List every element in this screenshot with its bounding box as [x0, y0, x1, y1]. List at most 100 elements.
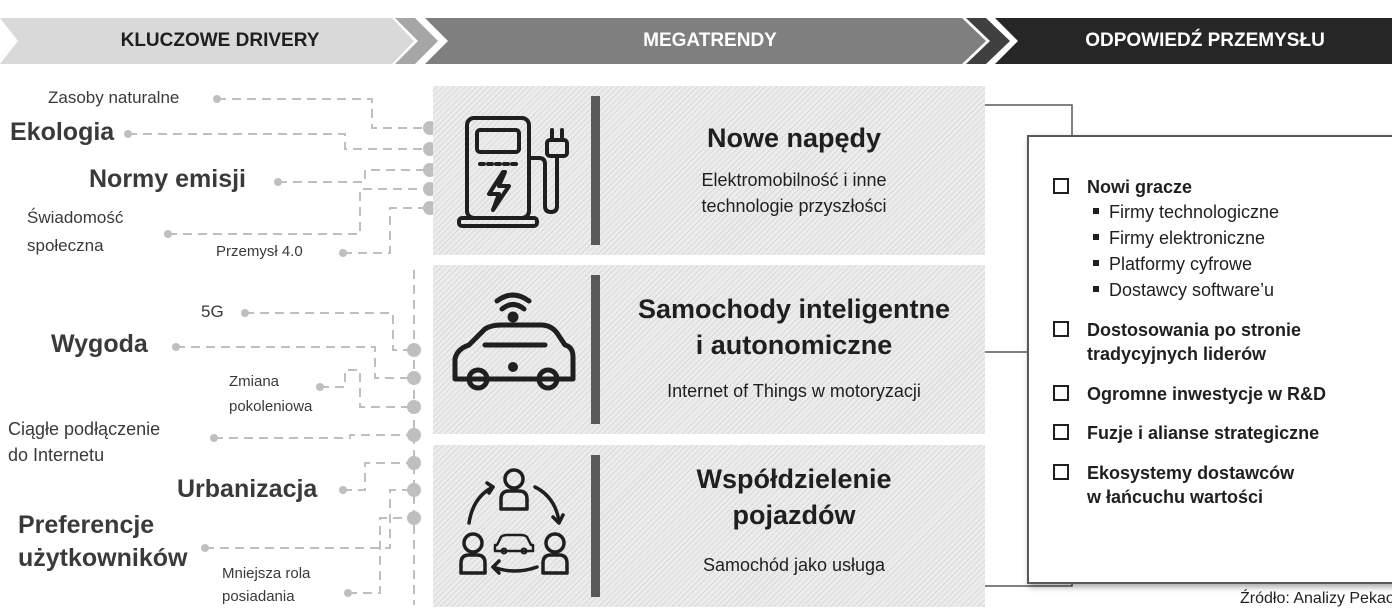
driver-normy: Normy emisji	[89, 165, 247, 193]
line-ciagle	[214, 434, 414, 439]
driver-dot	[344, 589, 352, 597]
line-normy	[278, 169, 430, 183]
driver-dot	[274, 178, 282, 186]
driver-dot	[124, 130, 132, 138]
line-wygoda	[176, 346, 414, 379]
driver-zasoby: Zasoby naturalne	[48, 88, 180, 107]
driver-preferencje-2: użytkowników	[18, 544, 188, 572]
line-urbanizacja	[343, 462, 414, 491]
megatrend-1-title: Nowe napędy	[706, 123, 882, 153]
checkbox-icon	[1053, 321, 1069, 337]
checkbox-icon	[1053, 385, 1069, 401]
panel-divider	[591, 455, 600, 597]
bullet-icon	[1093, 234, 1099, 240]
megatrend-panel-3: Współdzielenie pojazdów Samochód jako us…	[433, 445, 985, 607]
node-dot	[407, 456, 421, 470]
response-item-1: Nowi gracze	[1053, 175, 1192, 199]
driver-dot	[213, 95, 221, 103]
node-dot	[407, 483, 421, 497]
bullet-icon	[1093, 286, 1099, 292]
megatrend-2-title-1: Samochody inteligentne	[637, 294, 951, 324]
link-megatrend-1	[985, 104, 1073, 137]
megatrend-3-sub-1: Samochód jako usługa	[702, 555, 886, 575]
node-dot	[407, 428, 421, 442]
driver-dot	[172, 343, 180, 351]
line-mniejsza	[348, 517, 414, 594]
response-sub-item: Firmy technologiczne	[1093, 200, 1279, 224]
driver-swiadomosc-1: Świadomość	[27, 208, 124, 227]
driver-dot	[201, 544, 209, 552]
response-header-arrow	[995, 18, 1392, 64]
response-header-label: ODPOWIEDŹ PRZEMYSŁU	[1085, 30, 1325, 51]
connector-arrow-1	[395, 18, 438, 64]
driver-ciagle-1: Ciągłe podłączenie	[8, 419, 161, 439]
megatrend-2-title-2: i autonomiczne	[695, 330, 893, 360]
line-preferencje	[205, 489, 414, 549]
megatrend-3-title-1: Współdzielenie	[696, 464, 892, 494]
megatrend-panel-2: Samochody inteligentne i autonomiczne In…	[433, 265, 985, 434]
response-item-4: Fuzje i alianse strategiczne	[1053, 421, 1319, 445]
driver-dot	[241, 309, 249, 317]
drivers-header-label: KLUCZOWE DRIVERY	[120, 30, 320, 51]
drivers-header-arrow	[0, 18, 414, 64]
line-przemysl	[343, 207, 430, 254]
response-item-label: Fuzje i alianse strategiczne	[1087, 423, 1320, 443]
megatrends-header-arrow	[425, 18, 986, 64]
header-chevrons	[0, 18, 1392, 64]
driver-wygoda: Wygoda	[51, 330, 148, 358]
line-5g	[245, 312, 414, 351]
checkbox-icon	[1053, 464, 1069, 480]
industry-response-box: Nowi gracze Firmy technologiczne Firmy e…	[1027, 135, 1392, 584]
megatrend-2-sub-1: Internet of Things w motoryzacji	[667, 381, 921, 401]
line-zasoby	[217, 98, 430, 129]
bullet-icon	[1093, 208, 1099, 214]
driver-dot	[210, 434, 218, 442]
node-dot	[407, 343, 421, 357]
ev-charger-icon	[453, 98, 573, 238]
driver-mniejsza-2: posiadania	[222, 588, 295, 605]
driver-mniejsza-1: Mniejsza rola	[222, 565, 311, 582]
driver-dot	[339, 486, 347, 494]
driver-5g: 5G	[201, 302, 224, 321]
line-zmiana	[320, 369, 414, 408]
line-ekologia	[128, 133, 430, 150]
panel-divider	[591, 96, 600, 245]
checkbox-icon	[1053, 424, 1069, 440]
driver-dot	[316, 383, 324, 391]
response-item-label: Ogromne inwestycje w R&D	[1087, 384, 1327, 404]
node-dot	[407, 371, 421, 385]
driver-dot	[164, 230, 172, 238]
source-note: Źródło: Analizy Pekao	[1240, 590, 1392, 607]
driver-ciagle-2: do Internetu	[8, 445, 105, 465]
driver-zmiana-2: pokoleniowa	[229, 398, 313, 415]
car-sharing-icon	[459, 465, 569, 590]
checkbox-icon	[1053, 178, 1069, 194]
megatrend-panel-1: Nowe napędy Elektromobilność i inne tech…	[433, 86, 985, 255]
response-sub-item: Platformy cyfrowe	[1093, 252, 1252, 276]
connector-arrow-2	[966, 18, 1010, 64]
driver-swiadomosc-2: społeczna	[27, 236, 104, 255]
megatrend-3-title-2: pojazdów	[732, 500, 856, 530]
response-item-3: Ogromne inwestycje w R&D	[1053, 382, 1326, 406]
response-item-label: Nowi gracze	[1087, 177, 1193, 197]
node-dot	[407, 511, 421, 525]
driver-przemysl: Przemysł 4.0	[216, 243, 303, 260]
bullet-icon	[1093, 260, 1099, 266]
response-sub-item: Firmy elektroniczne	[1093, 226, 1265, 250]
megatrend-1-sub-1: Elektromobilność i inne	[701, 170, 887, 190]
response-sub-item: Dostawcy software’u	[1093, 278, 1274, 302]
panel-divider	[591, 275, 600, 424]
driver-zmiana-1: Zmiana	[229, 373, 280, 390]
node-dot	[407, 400, 421, 414]
megatrends-header-label: MEGATRENDY	[643, 30, 777, 51]
driver-dot	[339, 249, 347, 257]
driver-ekologia: Ekologia	[10, 118, 115, 146]
line-swiadomosc	[168, 188, 430, 235]
driver-urbanizacja: Urbanizacja	[177, 475, 318, 503]
connected-car-icon	[445, 287, 580, 402]
